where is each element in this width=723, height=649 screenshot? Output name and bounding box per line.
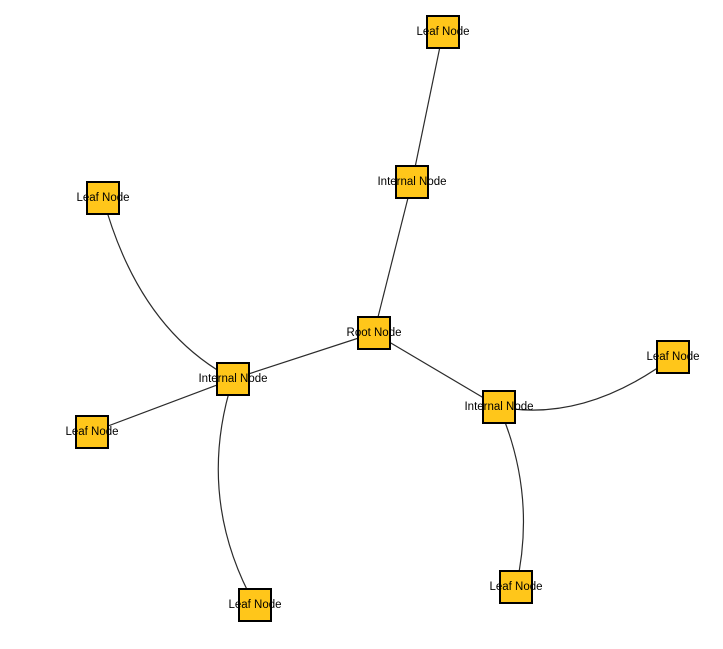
graph-node-leaf-bottom-right[interactable]: Leaf Node bbox=[489, 570, 543, 604]
graph-node-label: Internal Node bbox=[464, 401, 534, 413]
graph-node-label: Leaf Node bbox=[65, 426, 119, 438]
graph-node-label: Leaf Node bbox=[228, 599, 282, 611]
graph-node-label: Leaf Node bbox=[489, 581, 543, 593]
graph-node-root[interactable]: Root Node bbox=[347, 316, 401, 350]
graph-node-internal-right[interactable]: Internal Node bbox=[464, 390, 534, 424]
graph-node-leaf-right[interactable]: Leaf Node bbox=[646, 340, 700, 374]
graph-node-label: Root Node bbox=[346, 327, 402, 339]
graph-node-leaf-mid-left[interactable]: Leaf Node bbox=[65, 415, 119, 449]
graph-node-label: Leaf Node bbox=[416, 26, 470, 38]
graph-node-label: Internal Node bbox=[377, 176, 447, 188]
graph-node-label: Internal Node bbox=[198, 373, 268, 385]
graph-node-label: Leaf Node bbox=[76, 192, 130, 204]
graph-node-leaf-upper-left[interactable]: Leaf Node bbox=[76, 181, 130, 215]
graph-node-label: Leaf Node bbox=[646, 351, 700, 363]
graph-node-leaf-top[interactable]: Leaf Node bbox=[416, 15, 470, 49]
graph-node-internal-top[interactable]: Internal Node bbox=[377, 165, 447, 199]
graph-node-leaf-bottom-left[interactable]: Leaf Node bbox=[228, 588, 282, 622]
graph-node-internal-left[interactable]: Internal Node bbox=[198, 362, 268, 396]
